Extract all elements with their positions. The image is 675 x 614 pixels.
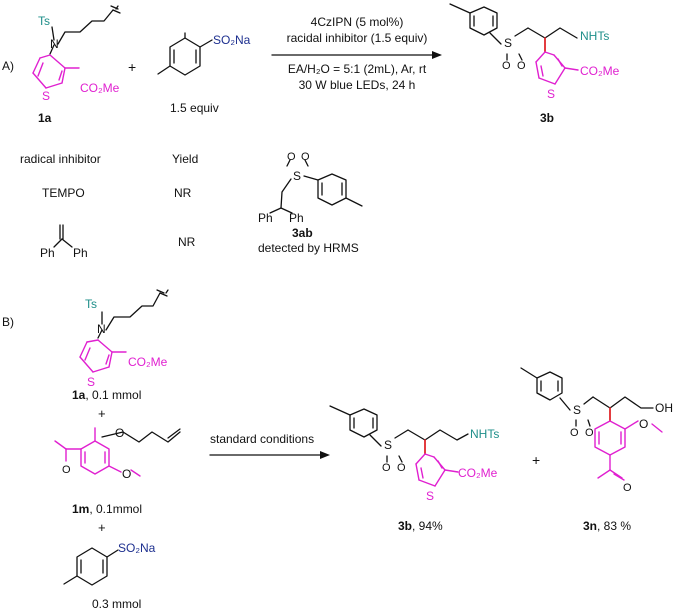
compound-1a-b-ts: Ts xyxy=(85,297,97,311)
inhibitor-table-header-yield: Yield xyxy=(172,152,198,166)
part-a-plus: + xyxy=(128,59,136,75)
svg-text:1a, 0.1 mmol: 1a, 0.1 mmol xyxy=(72,388,141,402)
part-b-plus-3: + xyxy=(532,452,540,468)
part-b-plus-1: + xyxy=(98,406,106,421)
arrow-b-label: standard conditions xyxy=(210,432,314,446)
product-3n-oh: OH xyxy=(655,401,673,415)
compound-1a-ts: Ts xyxy=(38,14,50,28)
part-a-label: A) xyxy=(2,59,14,73)
product-3b-a-nhts: NHTs xyxy=(580,29,609,43)
compound-1m-label: 1m xyxy=(72,502,89,516)
part-b-label: B) xyxy=(2,315,14,329)
compound-1a-n: N xyxy=(50,37,59,51)
reaction-arrow-b-head xyxy=(320,451,330,459)
svg-text:3b, 94%: 3b, 94% xyxy=(398,519,443,533)
conditions-line-2: racidal inhibitor (1.5 equiv) xyxy=(287,31,428,45)
compound-1a-b-ester: CO₂Me xyxy=(128,355,168,369)
product-3n-so2-s: S xyxy=(573,403,581,417)
product-3b-b-s: S xyxy=(426,489,434,503)
adduct-3ab-o1: O xyxy=(287,151,296,163)
product-3b-a-s: S xyxy=(547,87,555,101)
product-3b-b-label: 3b xyxy=(398,519,412,533)
product-3b-a-ester: CO₂Me xyxy=(580,64,620,78)
sulfinate-b-amount: 0.3 mmol xyxy=(92,597,141,611)
diphenylethylene-structure xyxy=(53,224,73,248)
inhibitor-table-header-inhibitor: radical inhibitor xyxy=(20,152,101,166)
compound-1m-ome-o: O xyxy=(122,467,131,481)
adduct-3ab-ph2: Ph xyxy=(289,211,304,225)
compound-1a-b-n: N xyxy=(97,322,106,336)
product-3n-ketone-o: O xyxy=(623,482,632,494)
adduct-3ab-o2: O xyxy=(301,151,310,163)
adduct-3ab-s: S xyxy=(293,169,301,183)
sulfinate-a-group: SO₂Na xyxy=(213,33,251,47)
product-3b-b-so2-o2: O xyxy=(397,462,406,474)
product-3b-b-so2-o1: O xyxy=(382,462,391,474)
compound-1m-ketone-o: O xyxy=(62,464,71,476)
adduct-3ab-label: 3ab xyxy=(292,226,313,240)
product-3b-b-so2-s: S xyxy=(384,438,392,452)
compound-1a-b-structure xyxy=(79,289,169,373)
svg-text:1m, 0.1mmol: 1m, 0.1mmol xyxy=(72,502,142,516)
conditions-line-1: 4CzIPN (5 mol%) xyxy=(311,15,404,29)
adduct-3ab-structure xyxy=(269,159,363,214)
diphenylethylene-ph2: Ph xyxy=(73,246,88,260)
compound-1a-b-caption: 1a, 0.1 mmol xyxy=(72,388,141,402)
reaction-arrow-a-head xyxy=(432,51,442,59)
svg-text:3n, 83 %: 3n, 83 % xyxy=(583,519,631,533)
sulfinate-b-group: SO₂Na xyxy=(118,541,156,555)
compound-1a-b-amount: , 0.1 mmol xyxy=(85,388,141,402)
compound-1a-b-s: S xyxy=(87,375,95,389)
product-3b-a-label: 3b xyxy=(540,111,554,125)
product-3n-yield: , 83 % xyxy=(597,519,631,533)
product-3b-b-ester: CO₂Me xyxy=(458,466,498,480)
compound-1m-structure xyxy=(54,427,181,477)
product-3n-structure xyxy=(520,367,663,481)
adduct-3ab-ph1: Ph xyxy=(258,211,273,225)
sulfinate-a-structure xyxy=(157,32,213,76)
compound-1a-ester: CO₂Me xyxy=(80,81,120,95)
product-3n-ome-o: O xyxy=(639,417,648,431)
compound-1a-b-label: 1a xyxy=(72,388,86,402)
conditions-line-4: 30 W blue LEDs, 24 h xyxy=(299,78,416,92)
inhibitor-row-1-name: TEMPO xyxy=(42,186,85,200)
sulfinate-b-structure xyxy=(63,547,119,586)
compound-1a-label: 1a xyxy=(38,111,52,125)
product-3b-b-yield: , 94% xyxy=(412,519,443,533)
product-3n-so2-o2: O xyxy=(585,427,594,439)
product-3n-caption: 3n, 83 % xyxy=(583,519,631,533)
product-3n-so2-o1: O xyxy=(570,427,579,439)
product-3b-a-so2-o1: O xyxy=(502,60,511,72)
adduct-3ab-note: detected by HRMS xyxy=(258,241,359,255)
product-3b-a-so2-o2: O xyxy=(517,60,526,72)
product-3b-b-nhts: NHTs xyxy=(470,427,499,441)
product-3b-a-structure xyxy=(449,3,579,85)
inhibitor-row-2-yield: NR xyxy=(178,235,196,249)
compound-1m-caption: 1m, 0.1mmol xyxy=(72,502,142,516)
sulfinate-a-equiv: 1.5 equiv xyxy=(170,101,219,115)
part-b-plus-2: + xyxy=(98,520,106,535)
compound-1m-amount: , 0.1mmol xyxy=(89,502,142,516)
product-3b-b-caption: 3b, 94% xyxy=(398,519,443,533)
compound-1a-s: S xyxy=(42,89,50,103)
inhibitor-row-1-yield: NR xyxy=(174,186,192,200)
diphenylethylene-ph1: Ph xyxy=(40,246,55,260)
product-3b-a-so2-s: S xyxy=(504,36,512,50)
compound-1m-o: O xyxy=(115,426,124,440)
product-3n-label: 3n xyxy=(583,519,597,533)
product-3b-b-structure xyxy=(329,405,469,487)
conditions-line-3: EA/H₂O = 5:1 (2mL), Ar, rt xyxy=(288,62,427,76)
compound-1a-structure xyxy=(32,5,121,89)
